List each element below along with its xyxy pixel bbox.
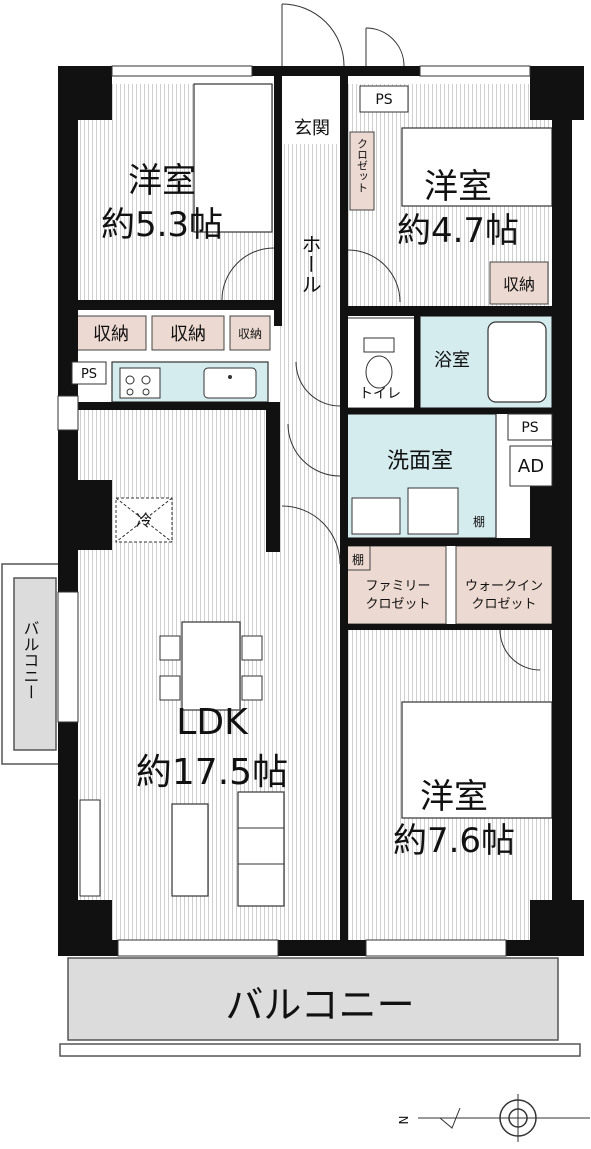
label-hall: ホール bbox=[298, 234, 322, 294]
balcony-main bbox=[67, 957, 559, 1041]
door-swings bbox=[221, 3, 541, 671]
window bbox=[57, 591, 79, 723]
door-swing bbox=[365, 27, 405, 67]
room-labels: 洋室 約5.3帖 洋室 約4.7帖 LDK 約17.5帖 洋室 約7.6帖 玄関… bbox=[21, 92, 545, 1027]
door-swing bbox=[295, 361, 341, 407]
sink-icon bbox=[203, 367, 257, 399]
label-storage-3: 収納 bbox=[238, 327, 262, 341]
label-bath: 浴室 bbox=[434, 350, 470, 371]
label-family-closet-1: ファミリー bbox=[365, 579, 430, 594]
bathtub-icon bbox=[487, 321, 547, 403]
label-storage-4: 収納 bbox=[503, 275, 535, 294]
bed-nw-icon bbox=[193, 83, 273, 233]
label-fridge: 冷 bbox=[136, 511, 152, 530]
label-ps-1: PS bbox=[375, 92, 392, 108]
storage-nw-2 bbox=[151, 315, 225, 351]
chair-icon bbox=[159, 635, 181, 661]
storage-nw-1 bbox=[75, 315, 147, 351]
storage-areas bbox=[75, 131, 553, 625]
compass-icon: N bbox=[397, 1094, 590, 1142]
label-entrance: 玄関 bbox=[294, 118, 330, 139]
wash-basin-icon bbox=[351, 497, 401, 535]
bed-se-icon bbox=[401, 701, 553, 819]
label-shelf-wash: 棚 bbox=[473, 514, 485, 529]
label-toilet: トイレ bbox=[359, 386, 401, 402]
window bbox=[57, 395, 79, 431]
window bbox=[419, 65, 531, 77]
sofa-icon bbox=[237, 791, 285, 907]
toilet-icon bbox=[363, 337, 395, 389]
washing-machine-icon bbox=[407, 487, 459, 535]
room-name-ldk: LDK bbox=[176, 702, 249, 743]
closet-entrance bbox=[349, 131, 375, 211]
tv-stand-icon bbox=[79, 799, 101, 897]
window bbox=[117, 939, 279, 957]
label-north: N bbox=[397, 1116, 411, 1125]
room-size-bedroom-nw: 約5.3帖 bbox=[101, 205, 223, 245]
room-name-bedroom-se: 洋室 bbox=[420, 777, 488, 817]
door-swing bbox=[221, 247, 275, 301]
window bbox=[365, 939, 507, 957]
door-swing bbox=[281, 3, 345, 67]
label-walkin-closet-2: クロゼット bbox=[471, 597, 536, 612]
label-ps-2: PS bbox=[81, 367, 97, 382]
label-walkin-closet-1: ウォークイン bbox=[465, 579, 543, 594]
label-washroom: 洗面室 bbox=[387, 449, 453, 474]
chair-icon bbox=[241, 635, 263, 661]
windows bbox=[57, 65, 531, 957]
label-family-closet-2: クロゼット bbox=[365, 597, 430, 612]
shelf-family bbox=[345, 545, 371, 571]
label-shelf-family: 棚 bbox=[352, 552, 364, 567]
door-swing bbox=[287, 423, 341, 477]
bed-ne-icon bbox=[401, 127, 553, 207]
room-name-bedroom-nw: 洋室 bbox=[128, 161, 196, 201]
label-storage-1: 収納 bbox=[93, 324, 129, 345]
balcony-rail bbox=[59, 1043, 581, 1057]
ps-box bbox=[71, 361, 107, 385]
room-name-bedroom-ne: 洋室 bbox=[424, 167, 492, 207]
stove-icon bbox=[119, 367, 161, 399]
chair-icon bbox=[241, 675, 263, 701]
balcony-side bbox=[13, 577, 57, 751]
label-ps-3: PS bbox=[521, 420, 538, 436]
door-swing bbox=[499, 629, 541, 671]
walkin-closet bbox=[455, 545, 553, 625]
window bbox=[111, 65, 253, 77]
door-swing bbox=[281, 505, 341, 565]
door-swing bbox=[347, 249, 401, 303]
label-closet: クロゼット bbox=[356, 138, 369, 193]
coffee-table-icon bbox=[171, 803, 209, 897]
room-size-bedroom-ne: 約4.7帖 bbox=[397, 211, 519, 251]
ps-box bbox=[359, 85, 409, 113]
storage-nw-3 bbox=[229, 315, 271, 351]
dining-table-icon bbox=[181, 621, 241, 711]
ad-box bbox=[509, 445, 553, 487]
room-size-bedroom-se: 約7.6帖 bbox=[393, 821, 515, 861]
room-size-ldk: 約17.5帖 bbox=[136, 752, 288, 793]
label-balcony-main: バルコニー bbox=[225, 983, 414, 1027]
ps-box bbox=[507, 413, 553, 441]
label-ad: AD bbox=[518, 456, 544, 477]
floor-entrance bbox=[280, 84, 344, 144]
label-storage-2: 収納 bbox=[170, 324, 206, 345]
chair-icon bbox=[159, 675, 181, 701]
label-balcony-side: バルコニー bbox=[21, 620, 40, 700]
storage-ne bbox=[489, 261, 549, 305]
